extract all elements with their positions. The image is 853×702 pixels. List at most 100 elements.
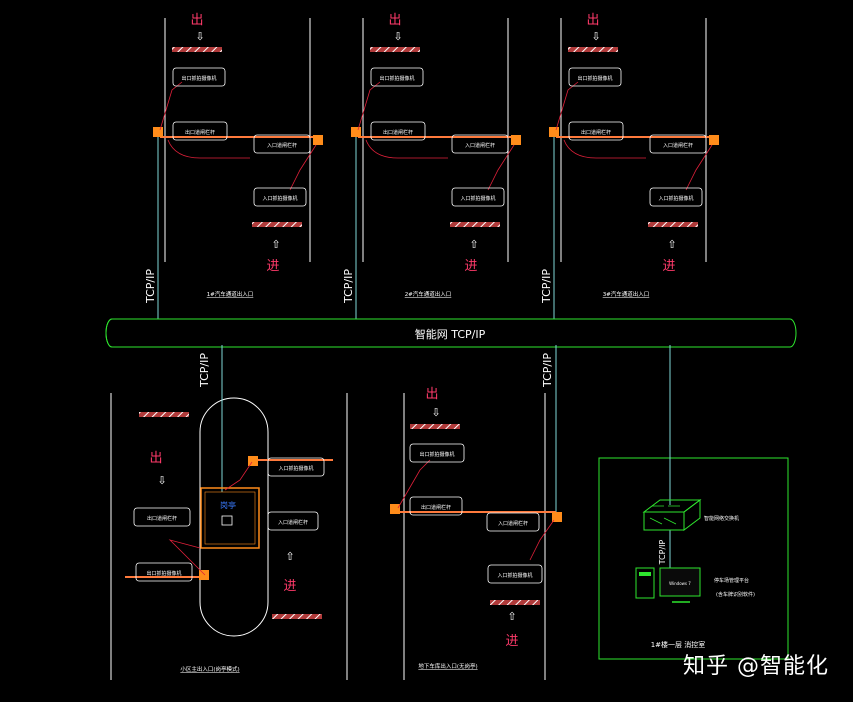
- control-room: TCP/IP 智能网络交换机 Windows 7 停车场管理平台 (含车牌识别软…: [598, 345, 789, 660]
- pc-label-sub: (含车牌识别软件): [716, 591, 755, 598]
- svg-text:入口道闸栏杆: 入口道闸栏杆: [663, 142, 693, 149]
- barrier-gate: [351, 127, 361, 137]
- exit-arrow-icon: ⇩: [591, 30, 600, 43]
- device-box: 出口道闸栏杆: [409, 496, 463, 516]
- entry-marker: 进: [464, 259, 477, 274]
- device-box: 出口道闸栏杆: [172, 121, 228, 141]
- device-box: 入口抓拍摄像机: [451, 187, 505, 207]
- svg-text:出口抓拍摄像机: 出口抓拍摄像机: [181, 75, 216, 82]
- entry-arrow-icon: ⇧: [285, 550, 294, 563]
- device-box: 入口抓拍摄像机: [649, 187, 703, 207]
- barrier-gate: [549, 127, 559, 137]
- tcp-ip-label: TCP/IP: [540, 269, 553, 304]
- control-room-frame: [598, 457, 789, 660]
- svg-text:入口抓拍摄像机: 入口抓拍摄像机: [278, 465, 313, 472]
- device-box: 出口抓拍摄像机: [568, 67, 622, 87]
- device-box: 入口道闸栏杆: [267, 511, 319, 531]
- barrier-hatch: [370, 47, 420, 52]
- barrier-hatch: [648, 222, 698, 227]
- lane-caption: 地下车库出入口(无岗亭): [418, 662, 477, 670]
- tcp-ip-label: TCP/IP: [342, 269, 355, 304]
- entry-marker: 进: [505, 634, 518, 649]
- device-box: 出口道闸栏杆: [568, 121, 624, 141]
- barrier-hatch: [568, 47, 618, 52]
- barrier-gate: [511, 135, 521, 145]
- barrier-gate: [709, 135, 719, 145]
- wire: [397, 459, 431, 509]
- svg-text:出口道闸栏杆: 出口道闸栏杆: [421, 504, 451, 511]
- lane-caption: 2#汽车通道出入口: [405, 290, 452, 298]
- barrier-gate: [153, 127, 163, 137]
- entry-arrow-icon: ⇧: [667, 238, 676, 251]
- lane-caption: 小区主出入口(岗亭模式): [180, 665, 239, 673]
- exit-marker: 出: [149, 451, 162, 466]
- entry-arrow-icon: ⇧: [507, 610, 516, 623]
- barrier-hatch: [272, 614, 322, 619]
- wire: [529, 519, 555, 561]
- barrier-hatch: [410, 424, 460, 429]
- svg-text:入口道闸栏杆: 入口道闸栏杆: [267, 142, 297, 149]
- svg-text:出口道闸栏杆: 出口道闸栏杆: [185, 129, 215, 136]
- barrier-gate: [199, 570, 209, 580]
- wire: [289, 144, 317, 191]
- lane-caption: 3#汽车通道出入口: [603, 290, 650, 298]
- svg-text:出口抓拍摄像机: 出口抓拍摄像机: [379, 75, 414, 82]
- wire: [563, 139, 646, 159]
- top-lane-1: TCP/IP出⇩⇧进出口抓拍摄像机出口道闸栏杆入口道闸栏杆入口抓拍摄像机1#汽车…: [144, 13, 323, 319]
- entry-arrow-icon: ⇧: [469, 238, 478, 251]
- wire: [167, 139, 250, 159]
- wire: [685, 144, 713, 191]
- svg-text:出口抓拍摄像机: 出口抓拍摄像机: [419, 451, 454, 458]
- device-box: 入口道闸栏杆: [486, 512, 540, 532]
- svg-text:出口抓拍摄像机: 出口抓拍摄像机: [577, 75, 612, 82]
- barrier-gate: [390, 504, 400, 514]
- device-box: 入口道闸栏杆: [649, 134, 707, 154]
- exit-arrow-icon: ⇩: [157, 474, 166, 487]
- wire: [224, 461, 253, 491]
- svg-text:出口抓拍摄像机: 出口抓拍摄像机: [146, 570, 181, 577]
- device-box: 出口抓拍摄像机: [135, 562, 193, 582]
- device-box: 入口抓拍摄像机: [253, 187, 307, 207]
- barrier-hatch: [450, 222, 500, 227]
- network-switch-icon: [642, 499, 702, 531]
- exit-arrow-icon: ⇩: [393, 30, 402, 43]
- wire: [555, 81, 579, 131]
- wire: [159, 81, 183, 131]
- exit-arrow-icon: ⇩: [431, 406, 440, 419]
- wire: [365, 139, 448, 159]
- monitor-icon: Windows 7: [659, 567, 701, 603]
- main-entrance-lane: TCP/IP 出 ⇩ ⇧ 进 岗亭 入口抓拍摄像机 入口道闸栏杆: [110, 345, 348, 680]
- device-box: 入口抓拍摄像机: [487, 564, 543, 584]
- svg-text:入口抓拍摄像机: 入口抓拍摄像机: [497, 572, 532, 579]
- device-box: 入口道闸栏杆: [253, 134, 311, 154]
- pc-label: 停车场管理平台: [714, 577, 749, 584]
- booth-label: 岗亭: [220, 500, 236, 510]
- svg-text:入口道闸栏杆: 入口道闸栏杆: [498, 520, 528, 527]
- wire: [168, 539, 206, 576]
- device-box: 入口道闸栏杆: [451, 134, 509, 154]
- barrier-gate: [313, 135, 323, 145]
- top-lane-group: TCP/IP出⇩⇧进出口抓拍摄像机出口道闸栏杆入口道闸栏杆入口抓拍摄像机1#汽车…: [144, 13, 719, 319]
- tcp-ip-label: TCP/IP: [541, 353, 554, 388]
- barrier-gate: [248, 456, 258, 466]
- exit-marker: 出: [190, 13, 203, 28]
- device-box: 出口道闸栏杆: [370, 121, 426, 141]
- entry-arrow-icon: ⇧: [271, 238, 280, 251]
- svg-text:入口道闸栏杆: 入口道闸栏杆: [465, 142, 495, 149]
- exit-arrow-icon: ⇩: [195, 30, 204, 43]
- exit-marker: 出: [388, 13, 401, 28]
- top-lane-3: TCP/IP出⇩⇧进出口抓拍摄像机出口道闸栏杆入口道闸栏杆入口抓拍摄像机3#汽车…: [540, 13, 719, 319]
- watermark: 知乎 @智能化: [683, 654, 829, 679]
- svg-text:出口道闸栏杆: 出口道闸栏杆: [383, 129, 413, 136]
- barrier-hatch: [490, 600, 540, 605]
- network-label: 智能网 TCP/IP: [415, 327, 486, 341]
- control-room-title: 1#楼一层 消控室: [651, 640, 706, 649]
- device-box: 出口抓拍摄像机: [409, 443, 465, 463]
- garage-entrance-lane: TCP/IP 出 ⇩ ⇧ 进 出口抓拍摄像机 出口道闸栏杆 入口道闸栏杆 入口抓…: [390, 345, 562, 680]
- barrier-gate: [552, 512, 562, 522]
- lane-caption: 1#汽车通道出入口: [207, 290, 254, 298]
- exit-marker: 出: [425, 387, 438, 402]
- switch-label: 智能网络交换机: [704, 515, 739, 522]
